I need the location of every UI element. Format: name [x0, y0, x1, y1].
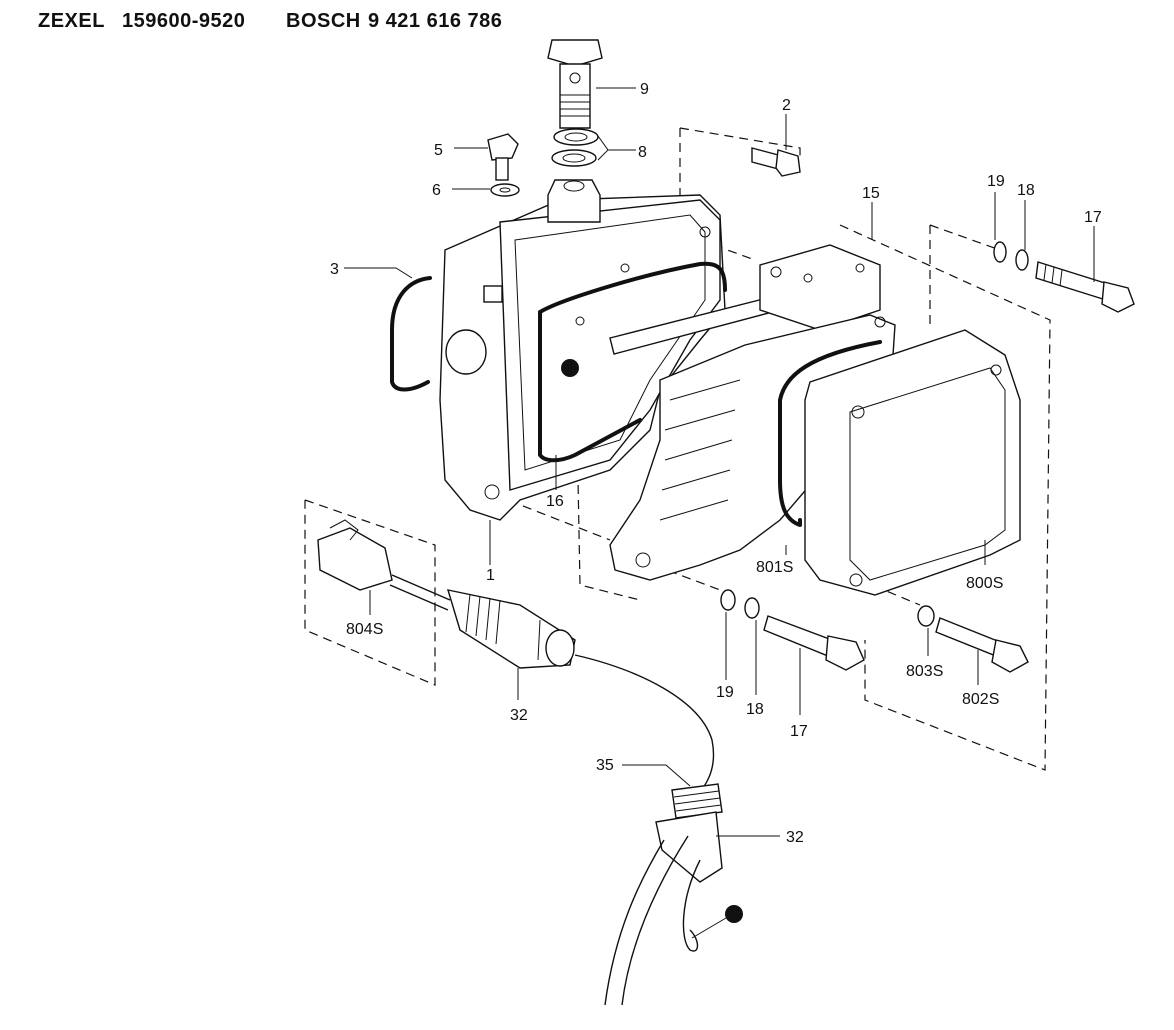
gasket-part-3 [390, 276, 432, 392]
callout-19-lower: 19 [716, 684, 734, 701]
washer-part-19-lower [720, 589, 736, 611]
callout-35: 35 [596, 757, 614, 774]
washer-part-18-lower [744, 597, 760, 619]
cover-part-800s [804, 329, 1021, 596]
brand-bosch: BOSCH [286, 10, 361, 32]
callout-15: 15 [862, 185, 880, 202]
leader-lines [344, 87, 1095, 837]
hollow-bolt-part-9 [547, 39, 603, 129]
attachment-marker-dot [561, 359, 579, 377]
screw-part-5 [487, 133, 519, 181]
callout-804s: 804S [346, 621, 383, 638]
callout-19-top: 19 [987, 173, 1005, 190]
callout-18-top: 18 [1017, 182, 1035, 199]
callout-2: 2 [782, 97, 791, 114]
callout-9: 9 [640, 81, 649, 98]
clamp-part-32 [604, 811, 743, 1006]
callout-18-lower: 18 [746, 701, 764, 718]
callout-labels: 9 8 2 5 6 3 15 19 18 17 16 1 801S 800S 8… [330, 81, 1102, 846]
callout-8: 8 [638, 144, 647, 161]
screw-part-17-lower [763, 615, 865, 671]
wiring-harness [574, 654, 723, 819]
callout-801s: 801S [756, 559, 793, 576]
screw-part-802s [935, 617, 1029, 673]
callout-800s: 800S [966, 575, 1003, 592]
sensor-part-32 [446, 589, 576, 669]
bosch-part-number: 9 421 616 786 [368, 10, 503, 32]
gasket-part-801s [778, 340, 882, 527]
callout-1: 1 [486, 567, 495, 584]
callout-5: 5 [434, 142, 443, 159]
sealing-washers-part-8 [551, 128, 599, 167]
screw-part-17-top [1035, 261, 1135, 313]
brand-zexel: ZEXEL [38, 10, 105, 32]
callout-17-top: 17 [1084, 209, 1102, 226]
callout-3: 3 [330, 261, 339, 278]
callout-803s: 803S [906, 663, 943, 680]
washer-part-803s [917, 605, 935, 627]
zexel-part-number: 159600-9520 [122, 10, 246, 32]
screw-part-2 [751, 147, 801, 177]
washer-part-18-top [1015, 249, 1029, 271]
gasket-part-16 [538, 261, 727, 463]
washer-part-6 [490, 183, 520, 197]
callout-32-clamp: 32 [786, 829, 804, 846]
connector-part-804s [317, 519, 451, 611]
callout-17-lower: 17 [790, 723, 808, 740]
callout-6: 6 [432, 182, 441, 199]
callout-16: 16 [546, 493, 564, 510]
callout-32-sensor: 32 [510, 707, 528, 724]
washer-part-19-top [993, 241, 1007, 263]
attachment-marker-dot [725, 905, 743, 923]
callout-802s: 802S [962, 691, 999, 708]
